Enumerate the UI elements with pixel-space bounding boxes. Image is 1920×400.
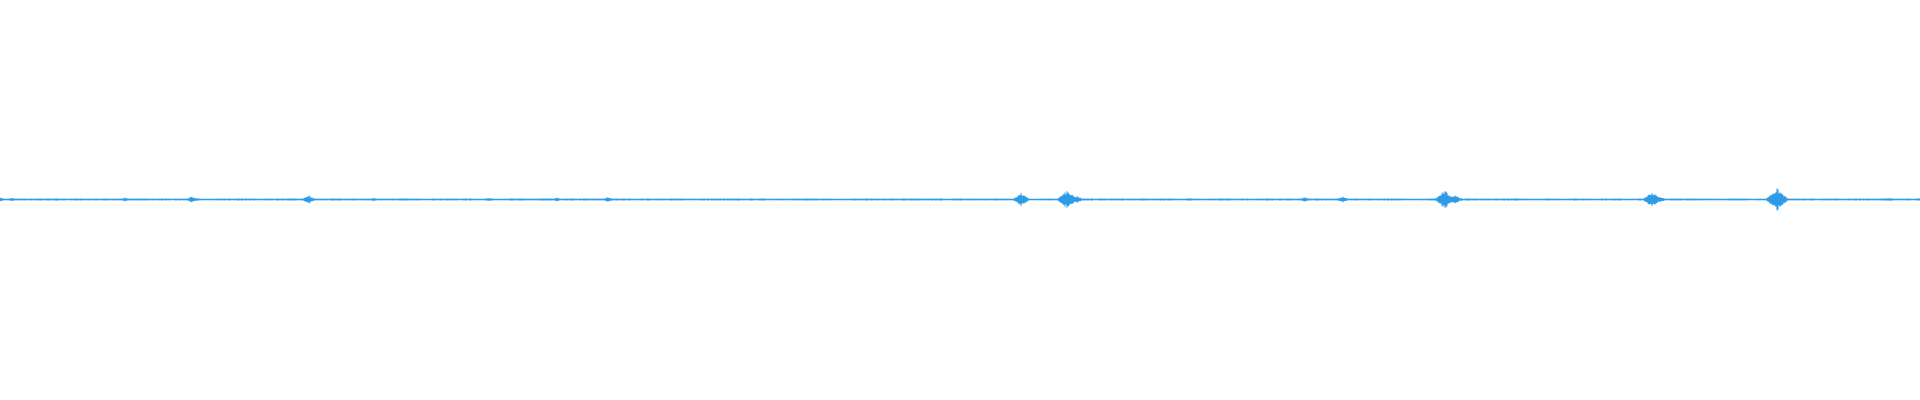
waveform-peaks (0, 188, 1920, 211)
